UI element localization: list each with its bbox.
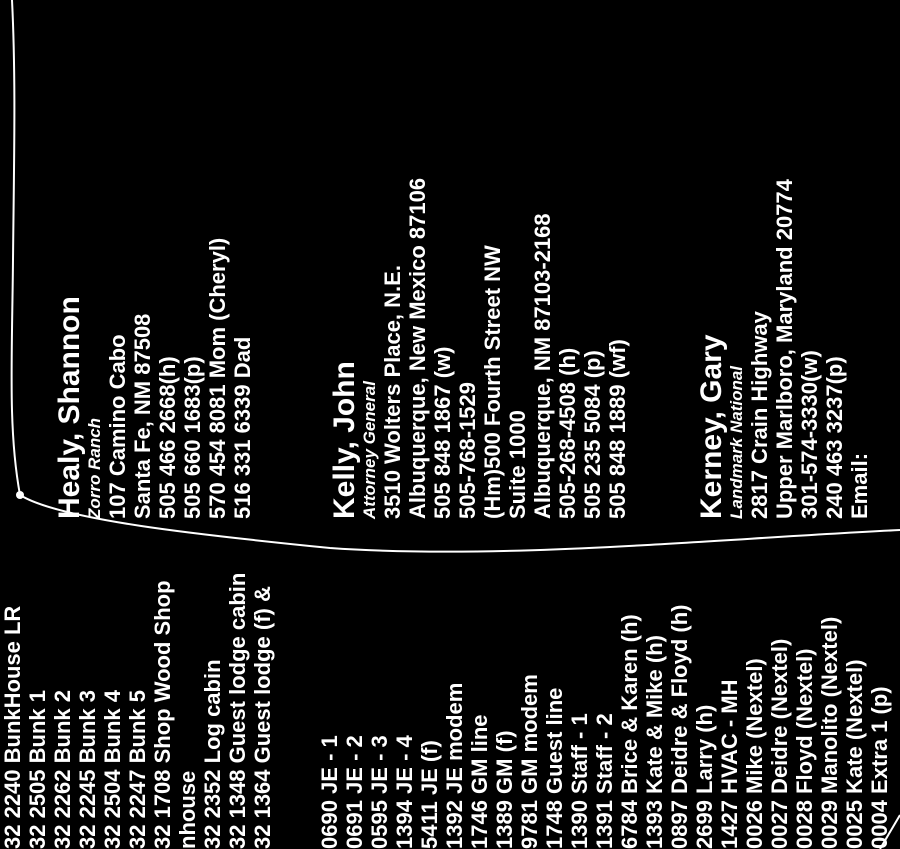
phone-entry: 32 1348 Guest lodge cabin: [225, 572, 250, 849]
phone-entry: 32 2352 Log cabin: [200, 659, 225, 849]
phone-entry: 32 2504 Bunk 4: [100, 690, 125, 849]
contact-organization: Zorro Ranch: [85, 417, 104, 519]
contact-detail-line: Suite 1000: [505, 410, 530, 519]
phone-entry: 32 1708 Shop Wood Shop: [150, 580, 175, 849]
phone-entry: 32 1364 Guest lodge (f) &: [250, 586, 275, 849]
contact-detail-line: 505 466 2668(h): [155, 356, 180, 519]
contact-name: Kelly, John: [328, 361, 361, 519]
phone-entry: 1394 JE - 4: [392, 735, 417, 849]
phone-entry: 32 2505 Bunk 1: [25, 690, 50, 849]
phone-entry: 9781 GM modem: [517, 674, 542, 849]
phone-entry: [292, 519, 317, 849]
phone-entry: 5411 JE (f): [417, 740, 442, 849]
contact-healy: Healy, Shannon Zorro Ranch 107 Camino Ca…: [53, 19, 255, 519]
phone-entry: 32 2240 BunkHouse LR: [0, 605, 25, 849]
phone-entry: 1393 Kate & Mike (h): [642, 635, 667, 849]
contact-detail-line: Santa Fe, NM 87508: [130, 313, 155, 519]
contact-detail-line: 570 454 8081 Mom (Cheryl): [205, 237, 230, 519]
contact-detail-line: (Hm)500 Fourth Street NW: [480, 245, 505, 519]
contact-detail-line: 505 235 5084 (p): [580, 350, 605, 519]
phone-entry: 1390 Staff - 1: [567, 713, 592, 849]
phone-entry: 0897 Deidre & Floyd (h): [667, 604, 692, 849]
contact-detail-line: 516 331 6339 Dad: [230, 336, 255, 519]
contact-organization: Attorney General: [360, 381, 379, 519]
contact-detail-line: 505 848 1889 (wf): [605, 339, 630, 519]
phone-entry: 0029 Manolito (Nextel): [817, 616, 842, 849]
phone-entry: 0025 Kate (Nextel): [842, 659, 867, 849]
contact-kerney: Kerney, Gary Landmark National 2817 Crai…: [695, 19, 872, 519]
contact-detail-line: 505-768-1529: [455, 381, 480, 519]
contact-detail-line: 505-268-4508 (h): [555, 347, 580, 519]
contact-detail-line: 2817 Crain Highway: [747, 311, 772, 519]
contact-detail-line: Email:: [847, 452, 872, 519]
phone-entry: 1748 Guest line: [542, 687, 567, 849]
contact-detail-line: Albuquerque, New Mexico 87106: [405, 177, 430, 519]
contact-detail-line: Upper Marlboro, Maryland 20774: [772, 179, 797, 519]
contact-detail-line: 107 Camino Cabo: [105, 334, 130, 519]
phone-entry: 32 2247 Bunk 5: [125, 690, 150, 849]
contact-name: Kerney, Gary: [695, 334, 728, 519]
phone-entry: 1392 JE modem: [442, 682, 467, 849]
contact-detail-line: 301-574-3330(w): [797, 350, 822, 519]
phone-entry: 0595 JE - 3: [367, 735, 392, 849]
phone-entry: 1389 GM (f): [492, 730, 517, 849]
phone-entry: 1391 Staff - 2: [592, 713, 617, 849]
phone-entry: 32 2262 Bunk 2: [50, 690, 75, 849]
phone-entry: 0026 Mike (Nextel): [742, 658, 767, 849]
contact-detail-line: 505 660 1683(p): [180, 356, 205, 519]
phone-entry: 0690 JE - 1: [317, 735, 342, 849]
contact-detail-line: 505 848 1867 (w): [430, 346, 455, 519]
contact-detail-line: 3510 Wolters Place, N.E.: [380, 265, 405, 519]
phone-entry: 0028 Floyd (Nextel): [792, 648, 817, 849]
contact-detail-line: Albuquerque, NM 87103-2168: [530, 213, 555, 519]
contact-kelly: Kelly, John Attorney General 3510 Wolter…: [328, 19, 630, 519]
phone-entry: 1746 GM line: [467, 714, 492, 849]
phone-entry: 6784 Brice & Karen (h): [617, 614, 642, 849]
contact-organization: Landmark National: [727, 365, 746, 519]
phone-entry: 0004 Extra 1 (p): [867, 686, 892, 849]
phone-entry: 2699 Larry (h): [692, 704, 717, 849]
contact-name: Healy, Shannon: [53, 296, 86, 519]
phone-entry: 32 2245 Bunk 3: [75, 690, 100, 849]
contact-detail-line: 240 463 3237(p): [822, 356, 847, 519]
phone-entry: nhouse: [175, 770, 200, 849]
phone-entry: 0027 Deidre (Nextel): [767, 638, 792, 849]
phone-entry: 0691 JE - 2: [342, 735, 367, 849]
phone-entry: 1427 HVAC - MH: [717, 679, 742, 849]
